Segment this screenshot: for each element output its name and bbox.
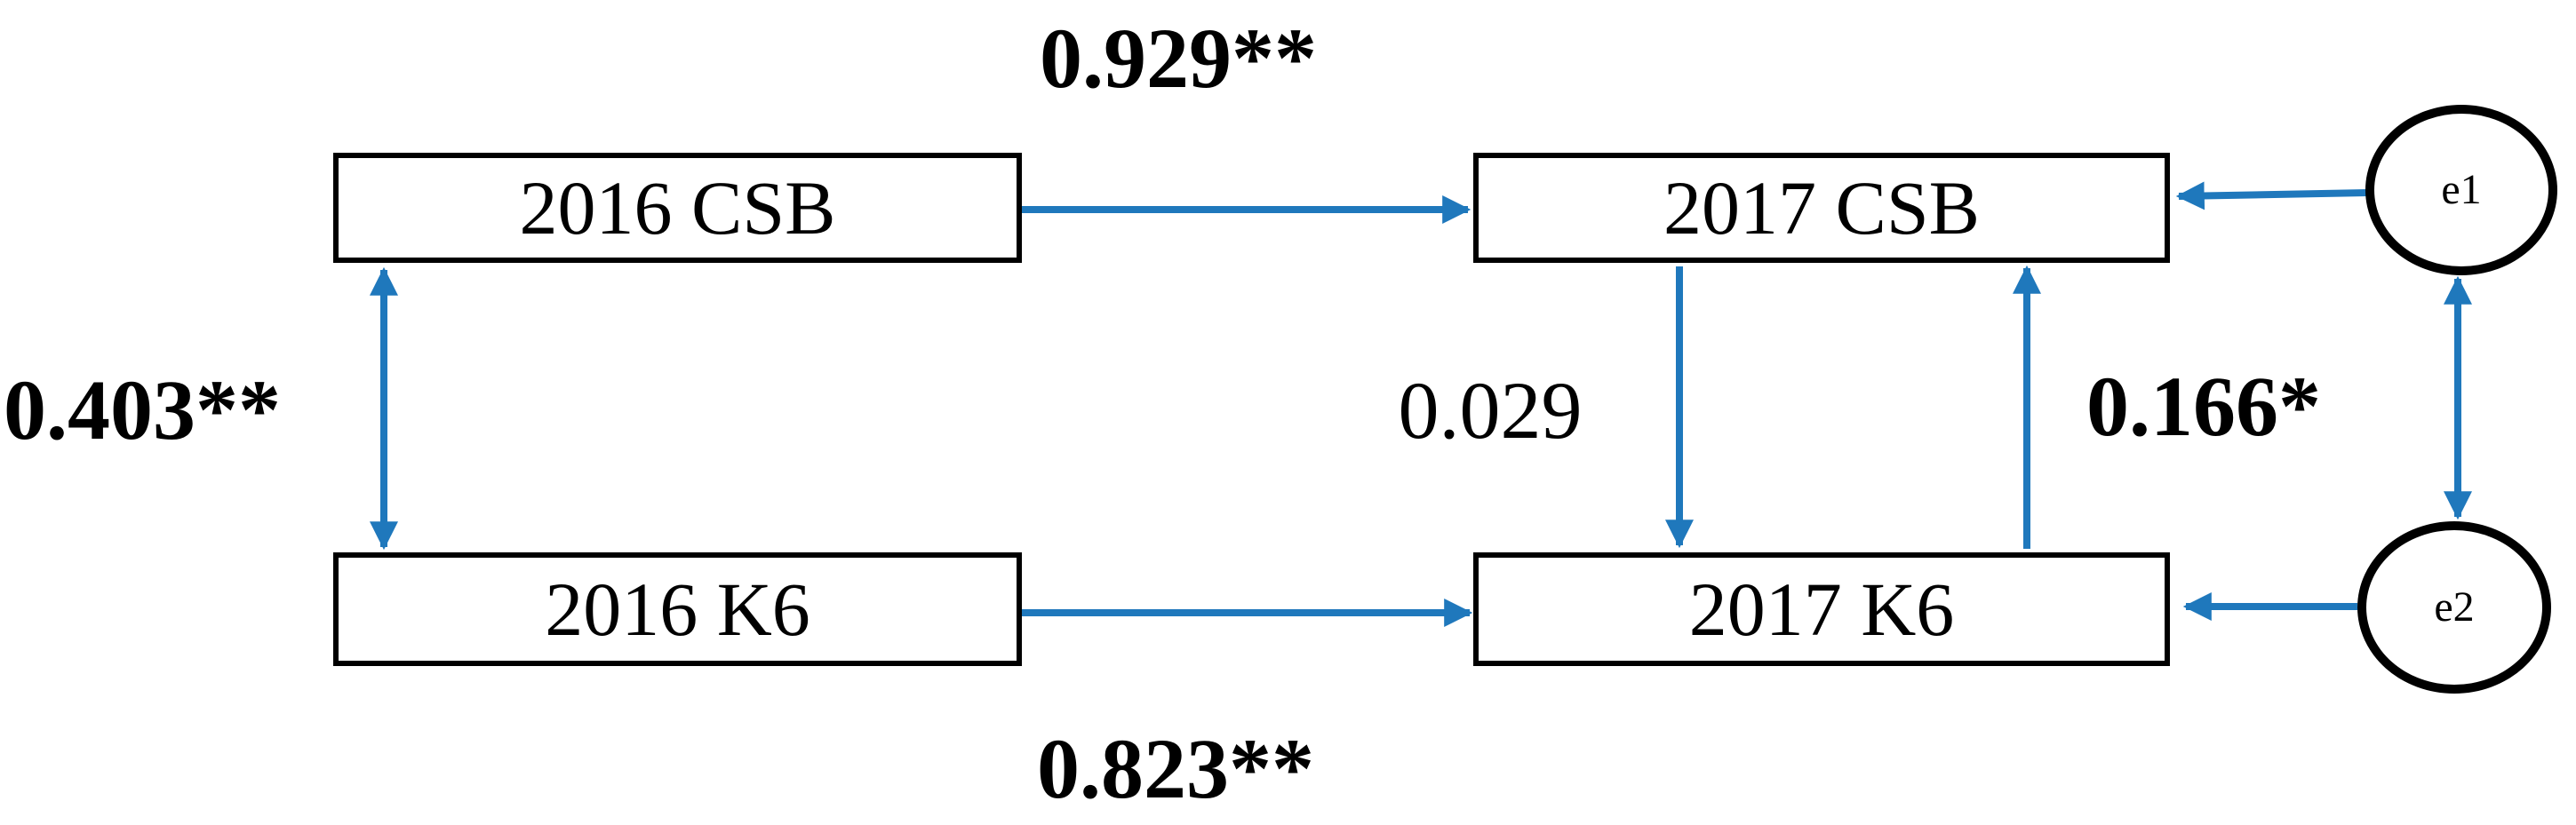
coefficient-k6-stability: 0.823**	[1037, 721, 1314, 816]
node-e2-label: e2	[2434, 583, 2475, 631]
coefficient-csb-stability: 0.929**	[1040, 11, 1317, 106]
node-2017-k6-label: 2017 K6	[1688, 567, 1955, 652]
node-2016-csb: 2016 CSB	[333, 153, 1022, 263]
node-2017-k6: 2017 K6	[1473, 552, 2170, 666]
node-2017-csb-label: 2017 CSB	[1663, 165, 1981, 250]
node-2016-csb-label: 2016 CSB	[519, 165, 836, 250]
node-2016-k6-label: 2016 K6	[545, 567, 810, 652]
edge-e1-to-2017csb	[2175, 181, 2369, 210]
node-e2-error-term: e2	[2357, 521, 2551, 694]
coefficient-k6-to-csb: 0.166*	[2086, 359, 2321, 454]
node-2017-csb: 2017 CSB	[1473, 153, 2170, 263]
node-2016-k6: 2016 K6	[333, 552, 1022, 666]
coefficient-csb-to-k6: 0.029	[1398, 365, 1583, 456]
coefficient-baseline-covariance: 0.403**	[4, 362, 281, 457]
node-e1-label: e1	[2441, 166, 2482, 213]
node-e1-error-term: e1	[2365, 105, 2557, 275]
